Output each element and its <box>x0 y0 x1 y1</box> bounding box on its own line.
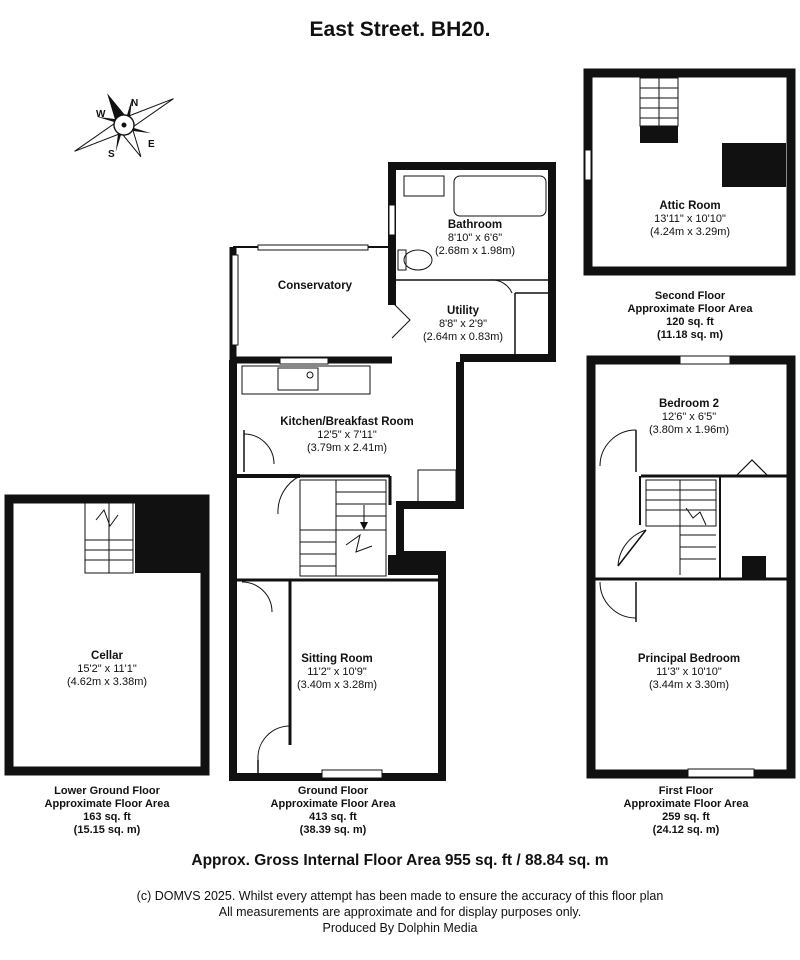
room-name: Kitchen/Breakfast Room <box>280 416 414 428</box>
floor-sqm: (24.12 sq. m) <box>652 824 720 836</box>
compass-e-label: E <box>148 139 155 150</box>
room-imperial: 13'11" x 10'10" <box>654 213 726 225</box>
room-imperial: 11'3" x 10'10" <box>656 666 722 678</box>
floor-summary-first: First Floor Approximate Floor Area 259 s… <box>601 785 771 837</box>
room-imperial: 8'10" x 6'6" <box>447 232 503 244</box>
room-bedroom2: Bedroom 2 12'6" x 6'5" (3.80m x 1.96m) <box>634 398 744 437</box>
floor-sqft: 163 sq. ft <box>83 811 131 823</box>
room-name: Conservatory <box>277 280 353 292</box>
room-name: Bathroom <box>447 219 503 231</box>
floor-summary-ground: Ground Floor Approximate Floor Area 413 … <box>248 785 418 837</box>
room-imperial: 15'2" x 11'1" <box>77 663 137 675</box>
room-kitchen: Kitchen/Breakfast Room 12'5" x 7'11" (3.… <box>262 416 432 455</box>
room-name: Cellar <box>91 650 123 662</box>
lower-ground-floor-plan <box>4 494 210 776</box>
floor-sqft: 120 sq. ft <box>666 316 714 328</box>
compass-w-label: W <box>96 109 106 120</box>
room-name: Sitting Room <box>301 653 373 665</box>
room-bathroom: Bathroom 8'10" x 6'6" (2.68m x 1.98m) <box>420 219 530 258</box>
room-cellar: Cellar 15'2" x 11'1" (4.62m x 3.38m) <box>52 650 162 689</box>
room-sitting: Sitting Room 11'2" x 10'9" (3.40m x 3.28… <box>282 653 392 692</box>
room-imperial: 11'2" x 10'9" <box>307 666 367 678</box>
compass-icon <box>74 93 174 158</box>
room-metric: (4.62m x 3.38m) <box>66 676 148 688</box>
floor-sqm: (15.15 sq. m) <box>73 824 141 836</box>
room-imperial: 12'5" x 7'11" <box>317 429 377 441</box>
floor-name: Second Floor <box>654 290 726 302</box>
second-floor-plan <box>583 68 796 276</box>
floor-summary-lower: Lower Ground Floor Approximate Floor Are… <box>22 785 192 837</box>
floor-label: Approximate Floor Area <box>44 798 170 810</box>
floor-summary-second: Second Floor Approximate Floor Area 120 … <box>605 290 775 342</box>
room-metric: (3.79m x 2.41m) <box>306 442 388 454</box>
first-floor-plan <box>586 355 796 779</box>
room-conservatory: Conservatory <box>255 280 375 293</box>
footer-line-3: Produced By Dolphin Media <box>322 921 478 935</box>
footer-line-2: All measurements are approximate and for… <box>218 905 582 919</box>
compass-s-label: S <box>108 149 115 160</box>
room-utility: Utility 8'8" x 2'9" (2.64m x 0.83m) <box>408 305 518 344</box>
footer-line-1: (c) DOMVS 2025. Whilst every attempt has… <box>136 889 664 903</box>
room-name: Bedroom 2 <box>658 398 720 410</box>
footer-disclaimer: (c) DOMVS 2025. Whilst every attempt has… <box>0 888 800 936</box>
floor-sqft: 259 sq. ft <box>662 811 710 823</box>
room-name: Utility <box>447 305 479 317</box>
room-name: Principal Bedroom <box>637 653 741 665</box>
room-attic: Attic Room 13'11" x 10'10" (4.24m x 3.29… <box>635 200 745 239</box>
room-name: Attic Room <box>659 200 721 212</box>
floor-name: Lower Ground Floor <box>54 785 160 797</box>
floor-sqm: (38.39 sq. m) <box>299 824 367 836</box>
room-imperial: 8'8" x 2'9" <box>438 318 488 330</box>
room-metric: (3.44m x 3.30m) <box>648 679 730 691</box>
floor-name: Ground Floor <box>297 785 369 797</box>
floor-label: Approximate Floor Area <box>270 798 396 810</box>
gross-floor-area: Approx. Gross Internal Floor Area 955 sq… <box>191 852 609 869</box>
floor-sqft: 413 sq. ft <box>309 811 357 823</box>
floor-label: Approximate Floor Area <box>623 798 749 810</box>
compass-n-label: N <box>131 98 139 109</box>
room-metric: (4.24m x 3.29m) <box>649 226 731 238</box>
ground-floor-plan <box>229 162 556 781</box>
room-metric: (3.40m x 3.28m) <box>296 679 378 691</box>
plan-title: East Street. BH20. <box>309 18 491 41</box>
room-principal: Principal Bedroom 11'3" x 10'10" (3.44m … <box>624 653 754 692</box>
floor-name: First Floor <box>658 785 714 797</box>
room-imperial: 12'6" x 6'5" <box>661 411 717 423</box>
floor-sqm: (11.18 sq. m) <box>656 329 724 341</box>
floor-label: Approximate Floor Area <box>627 303 753 315</box>
room-metric: (3.80m x 1.96m) <box>648 424 730 436</box>
room-metric: (2.64m x 0.83m) <box>422 331 504 343</box>
room-metric: (2.68m x 1.98m) <box>434 245 516 257</box>
